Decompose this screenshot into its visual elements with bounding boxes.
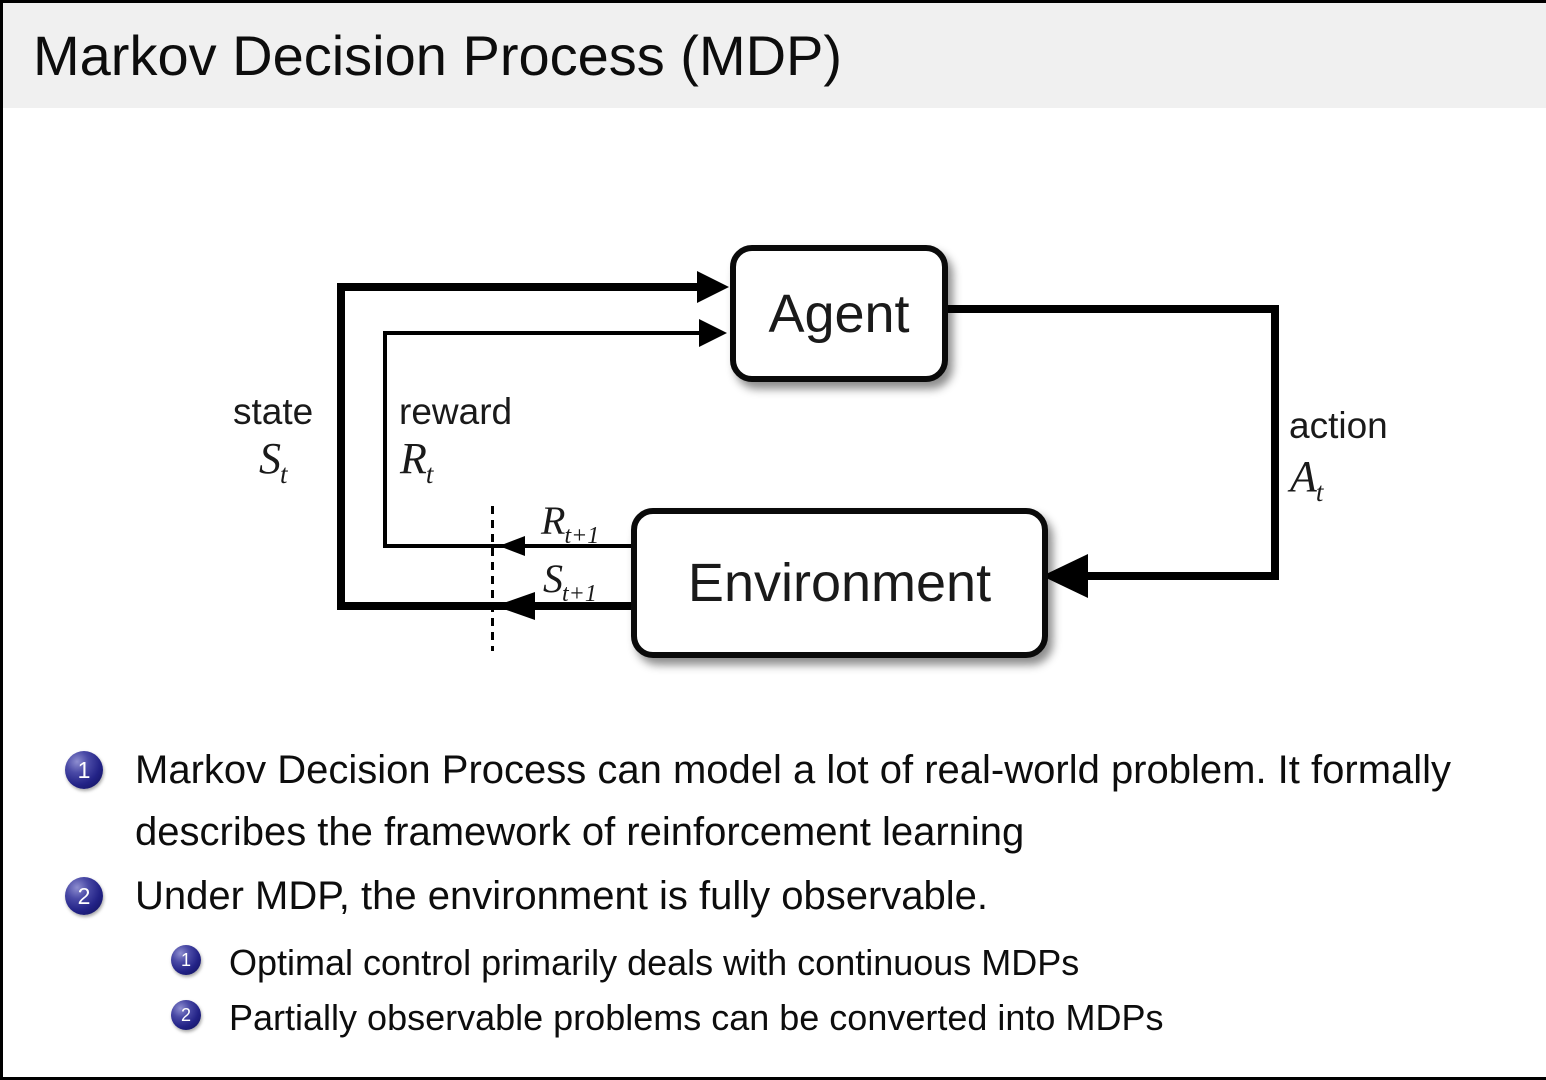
state-symbol: St [259,434,288,489]
bullet-text: Under MDP, the environment is fully obse… [135,874,989,918]
list-item: 2 Partially observable problems can be c… [171,991,1469,1045]
bullet-text: Optimal control primarily deals with con… [229,942,1080,983]
next-state-symbol: St+1 [543,556,597,607]
action-line-right [1271,305,1279,580]
environment-box: Environment [631,508,1048,658]
action-line-bottom [1083,572,1279,580]
next-reward-arrowhead-icon [499,536,525,556]
bullet-number-badge: 2 [65,877,103,915]
bullet-text: Partially observable problems can be con… [229,997,1164,1038]
bullet-number-badge: 1 [65,751,103,789]
environment-label: Environment [687,553,992,613]
agent-box: Agent [730,245,948,382]
action-label: action [1289,405,1388,446]
action-line-top [936,305,1279,313]
next-reward-symbol: Rt+1 [541,498,600,549]
reward-symbol: Rt [400,434,434,489]
state-arrowhead-into-agent-icon [697,271,729,303]
state-label: state [233,391,314,432]
action-symbol: At [1290,452,1324,507]
agent-label: Agent [768,283,910,344]
slide-header: Markov Decision Process (MDP) [3,3,1546,108]
bullet-number-badge: 1 [171,945,201,975]
bullet-number-badge: 2 [171,1000,201,1030]
state-line-left [337,283,345,610]
reward-line-top [383,331,699,335]
list-item: 1 Optimal control primarily deals with c… [171,936,1469,990]
action-arrowhead-into-environment-icon [1042,554,1088,598]
list-item: 2 Under MDP, the environment is fully ob… [65,865,1515,927]
reward-arrowhead-into-agent-icon [699,319,727,347]
page-title: Markov Decision Process (MDP) [33,24,843,87]
reward-line-left [383,331,387,546]
list-item: 1 Markov Decision Process can model a lo… [65,739,1515,863]
time-step-divider-dashed-line [491,506,494,651]
next-state-arrowhead-icon [495,592,535,620]
state-line-bottom [337,602,633,610]
state-line-top [337,283,697,291]
reward-label: reward [399,391,513,432]
bullet-text: Markov Decision Process can model a lot … [135,748,1452,854]
